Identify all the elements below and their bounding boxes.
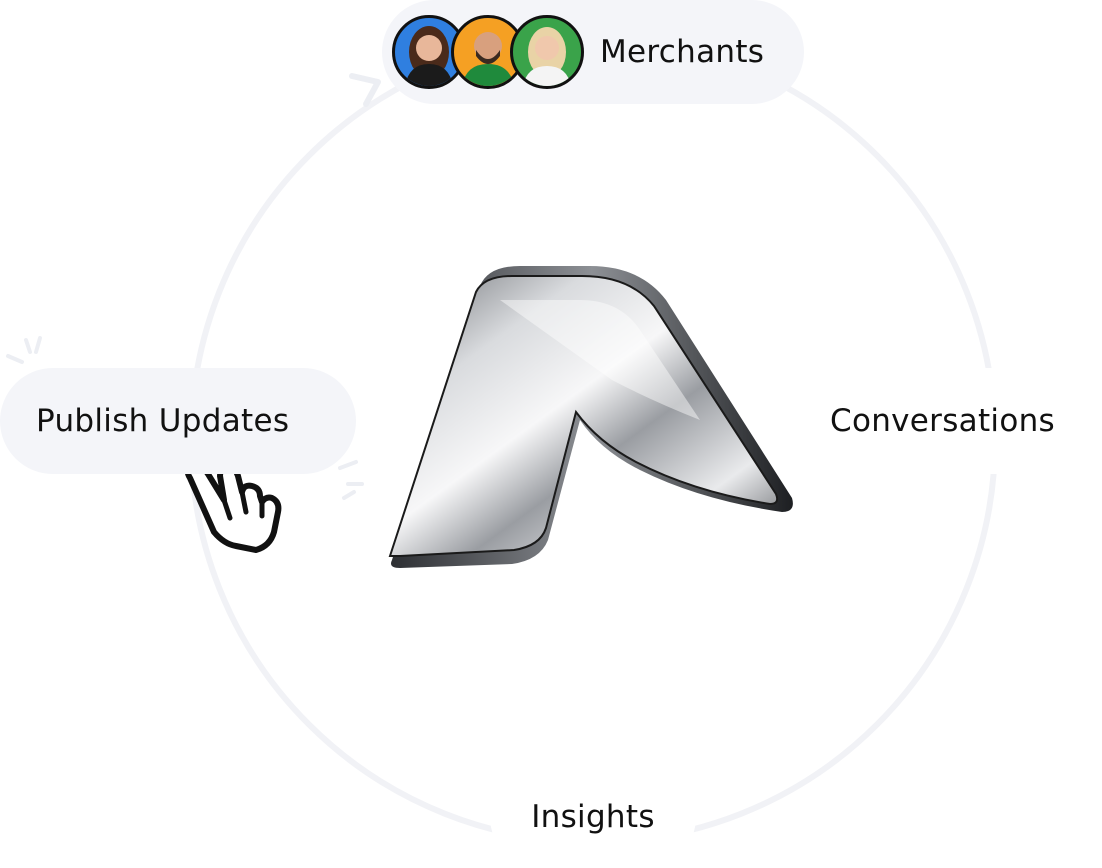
conversations-node[interactable]: Conversations bbox=[808, 368, 1102, 474]
metallic-a-logo-icon bbox=[390, 266, 793, 568]
avatar-group bbox=[392, 15, 584, 89]
publish-updates-node[interactable]: Publish Updates bbox=[0, 368, 356, 474]
insights-node[interactable]: Insights bbox=[490, 766, 696, 868]
avatar bbox=[510, 15, 584, 89]
insights-label: Insights bbox=[531, 799, 655, 835]
merchants-label: Merchants bbox=[600, 34, 764, 70]
publish-updates-label: Publish Updates bbox=[36, 403, 289, 439]
merchants-node[interactable]: Merchants bbox=[382, 0, 804, 104]
conversations-label: Conversations bbox=[830, 403, 1055, 439]
